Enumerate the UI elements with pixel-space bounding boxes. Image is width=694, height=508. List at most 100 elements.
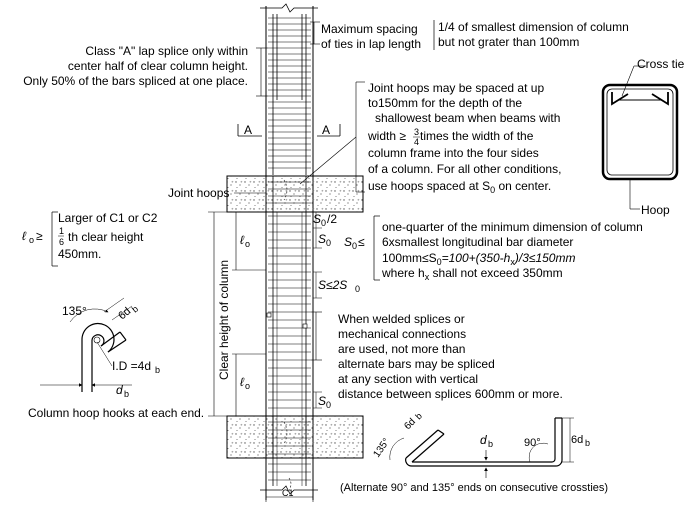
joint-note-line3: shallowest beam when beams with <box>375 111 560 125</box>
crosstie-angle-left: 135° <box>371 436 392 459</box>
hook-caption: Column hoop hooks at each end. <box>28 406 204 420</box>
joint-note-line4-prefix: width ≥ <box>367 129 406 143</box>
welded-line1: When welded splices or <box>338 312 465 326</box>
s0-rule-opt3-b: =100+(350-h <box>442 251 511 265</box>
svg-text:100mm≤S0=100+(350-hx)/3≤150mm: 100mm≤S0=100+(350-hx)/3≤150mm <box>382 251 575 267</box>
column-elevation: C1 <box>226 3 364 502</box>
joint-concrete-upper <box>226 175 364 213</box>
s0-label: S <box>318 232 326 246</box>
s0-rule-opt4-b: shall not exceed 350mm <box>429 266 562 280</box>
joint-concrete-lower <box>226 415 364 459</box>
crosstie-db: d <box>480 433 487 447</box>
spacing-dimensions: S 0 /2 S 0 S≤2S 0 S 0 <box>313 211 360 410</box>
lap-splice-line2: center half of clear column height. <box>68 59 248 73</box>
lo-rule-symbol: ℓ <box>22 229 27 243</box>
lo-rule-opt2-suffix: th clear height <box>68 230 144 244</box>
lo-rule-opt1: Larger of C1 or C2 <box>58 211 158 225</box>
hook-angle: 135° <box>62 304 87 318</box>
s0-rule-opt3-a: 100mm≤S <box>382 251 437 265</box>
lo-bottom-sub: o <box>245 381 250 391</box>
s0-rule-opt1: one-quarter of the minimum dimension of … <box>382 220 643 234</box>
lo-rule-sub: o <box>29 235 34 245</box>
crosstie-ext-left-sub: b <box>413 411 424 422</box>
max-spacing-value2: but not grater than 100mm <box>438 35 579 49</box>
section-mark-right: A <box>322 123 330 137</box>
lo-rule-opt3: 450mm. <box>58 247 101 261</box>
joint-note-line6: of a column. For all other conditions, <box>368 162 561 176</box>
welded-splice-note: When welded splices or mechanical connec… <box>311 311 563 401</box>
lo-rule-opt2-num: 1 <box>59 226 64 236</box>
crosstie-detail: 6d b 90° d b 135° 6d b (Alternate 90° an… <box>340 411 608 494</box>
s-le-2s0-sub: 0 <box>355 284 360 294</box>
s0-rule-leq: ≤ <box>358 235 365 249</box>
svg-text:where hx shall not exceed 350m: where hx shall not exceed 350mm <box>381 266 563 282</box>
crosstie-ext-right: 6d <box>571 434 583 446</box>
lo-rule-opt2-den: 6 <box>59 237 64 247</box>
c1-label: C1 <box>282 488 294 498</box>
s0-rule-opt2: 6xsmallest longitudinal bar diameter <box>382 235 573 249</box>
joint-note-line7-sub: 0 <box>490 185 495 195</box>
max-spacing-label2: of ties in lap length <box>321 37 421 51</box>
s0-bottom: S <box>318 394 326 408</box>
section-marks: A A <box>237 123 341 137</box>
ties-lap-region <box>268 17 311 169</box>
joint-note-frac-den: 4 <box>414 137 419 147</box>
welded-line2: mechanical connections <box>338 327 466 341</box>
ties-column <box>268 215 311 409</box>
hoop-section-detail: Cross tie Hoop <box>601 57 685 217</box>
welded-line5: at any section with vertical <box>338 372 478 386</box>
s0-rule-opt3-c: )/3≤150mm <box>513 251 576 265</box>
joint-note-line5: column frame into the four sides <box>368 146 539 160</box>
hook-id-label: I.D =4d <box>112 359 151 373</box>
lo-top-sub: o <box>245 239 250 249</box>
left-dimensions: ℓ o ℓ o Clear height of column <box>208 211 266 417</box>
s0-rule-opt3-a-sub: 0 <box>437 257 442 267</box>
s0-half: S <box>313 212 321 226</box>
hoop-label: Hoop <box>641 203 670 217</box>
welded-line3: are used, not more than <box>338 342 465 356</box>
s0-label-sub: 0 <box>326 238 331 248</box>
joint-note-line1: Joint hoops may be spaced at up <box>368 81 544 95</box>
lo-rule-geq: ≥ <box>36 229 43 243</box>
joint-note-line2: to150mm for the depth of the <box>368 96 522 110</box>
crosstie-db-sub: b <box>488 439 493 449</box>
lo-rule: ℓ o ≥ Larger of C1 or C2 1 6 th clear he… <box>22 211 158 267</box>
lap-splice-line3: Only 50% of the bars spliced at one plac… <box>23 74 248 88</box>
crosstie-angle-right: 90° <box>524 437 541 449</box>
joint-hoops-upper <box>268 181 311 204</box>
lo-bottom: ℓ <box>240 375 245 389</box>
cross-tie-label: Cross tie <box>637 57 685 71</box>
crosstie-caption: (Alternate 90° and 135° ends on consecut… <box>340 482 608 494</box>
welded-line6: distance between splices 600mm or more. <box>338 387 563 401</box>
max-spacing-note: Maximum spacing of ties in lap length 1/… <box>310 20 629 51</box>
s0-bottom-sub: 0 <box>326 400 331 410</box>
joint-hoops-note: Joint hoops may be spaced at up to150mm … <box>299 81 561 195</box>
section-mark-left: A <box>244 123 252 137</box>
s0-rule-prefix: S <box>344 235 352 249</box>
svg-text:width ≥: width ≥ <box>367 129 406 143</box>
joint-note-line7-prefix: use hoops spaced at S <box>368 179 490 193</box>
max-spacing-value1: 1/4 of smallest dimension of column <box>438 20 629 34</box>
lap-splice-note: Class "A" lap splice only within center … <box>23 44 268 97</box>
joint-hoops-label: Joint hoops <box>168 186 229 200</box>
hook-id-sub: b <box>155 365 160 375</box>
joint-note-line4-suffix: times the width of the <box>420 129 534 143</box>
s0-rule-opt4-a: where h <box>381 266 425 280</box>
joint-note-frac-num: 3 <box>414 127 419 137</box>
max-spacing-label1: Maximum spacing <box>321 22 418 36</box>
s0-rule-prefix-sub: 0 <box>352 241 357 251</box>
welded-line4: alternate bars may be spliced <box>338 357 495 371</box>
s0-rule-opt3-b-sub: x <box>510 257 515 267</box>
s0-rule-opt4-a-sub: x <box>425 272 430 282</box>
hoop-hook-detail: 135° 6d b I.D =4d b d b Column hoop hook… <box>28 297 204 420</box>
hook-db-sub: b <box>124 389 129 399</box>
s0-rule: S 0 ≤ one-quarter of the minimum dimensi… <box>344 215 643 282</box>
hook-db: d <box>116 383 123 397</box>
lap-splice-line1: Class "A" lap splice only within <box>85 44 248 58</box>
svg-text:use hoops spaced at S0 on cent: use hoops spaced at S0 on center. <box>368 179 551 195</box>
crosstie-ext-left: 6d <box>402 416 418 432</box>
clear-height-label: Clear height of column <box>217 260 231 380</box>
s0-half-sub: 0 <box>321 218 326 228</box>
joint-note-line7-suffix: on center. <box>495 179 551 193</box>
